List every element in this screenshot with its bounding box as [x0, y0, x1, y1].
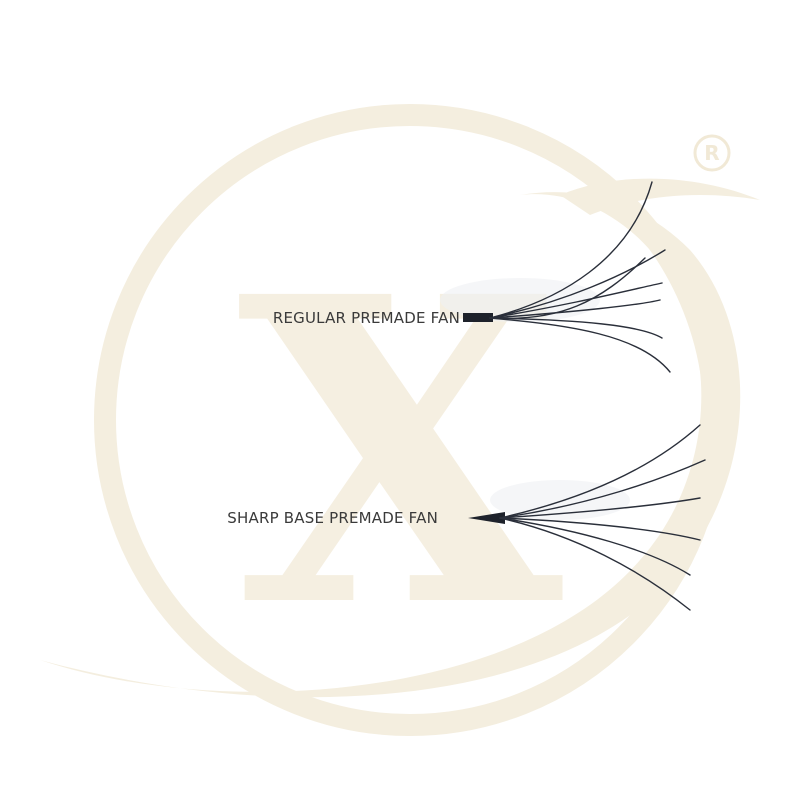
registered-mark-circle: [693, 134, 731, 172]
regular-fan-label: REGULAR PREMADE FAN: [272, 309, 460, 327]
watermark-swoosh-lower: [40, 192, 741, 698]
sharp-fan-base: [468, 512, 505, 524]
regular-fan-base: [463, 313, 493, 322]
registered-mark-letter: R: [704, 141, 719, 165]
sharp-fan-label: SHARP BASE PREMADE FAN: [227, 509, 438, 527]
watermark-swoosh-upper: [560, 178, 760, 215]
